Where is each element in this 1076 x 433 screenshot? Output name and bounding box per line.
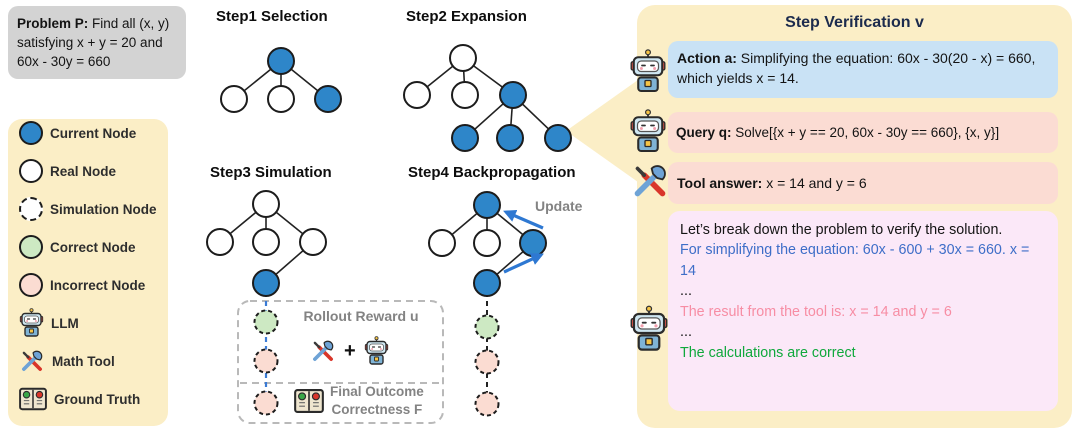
real-node-swatch (19, 159, 43, 183)
tree-node (519, 229, 547, 257)
step4-title: Step4 Backpropagation (408, 164, 576, 181)
step2-tree (403, 44, 572, 152)
tree-node (220, 85, 248, 113)
tree-node (496, 124, 524, 152)
reasoning-tool-result: The result from the tool is: x = 14 and … (680, 303, 952, 320)
reasoning-intro: Let’s break down the problem to verify t… (680, 222, 1003, 238)
step4-tree (428, 191, 547, 417)
tree-node (451, 124, 479, 152)
update-arrow-top (503, 209, 544, 230)
step1-tree (220, 47, 342, 113)
tree-node (451, 81, 479, 109)
ellipsis: ... (680, 283, 692, 300)
reasoning-simplify: For simplifying the equation: 60x - 600 … (680, 242, 1030, 279)
llm-robot-icon (630, 305, 668, 353)
legend-item-real-node: Real Node (19, 158, 168, 184)
math-tool-icon (630, 161, 670, 201)
tree-node (544, 124, 572, 152)
problem-box: Problem P: Find all (x, y) satisfying x … (8, 6, 186, 80)
rollout-reward-icons: + (310, 336, 389, 366)
llm-robot-icon (630, 109, 666, 154)
step1-title: Step1 Selection (216, 8, 328, 25)
math-tool-icon (19, 348, 45, 374)
tree-node (473, 229, 501, 257)
tree-node (403, 81, 431, 109)
ground-truth-icon (294, 388, 324, 414)
action-box: Action a: Simplifying the equation: 60x … (668, 41, 1058, 98)
step3-title: Step3 Simulation (210, 164, 332, 181)
update-label: Update (535, 198, 583, 214)
legend-item-math-tool: Math Tool (19, 348, 168, 374)
tree-node (267, 85, 295, 113)
tree-node (449, 44, 477, 72)
step3-tree (206, 190, 444, 424)
problem-label: Problem P: (17, 16, 89, 31)
simulation-node-swatch (19, 197, 43, 221)
tree-node (253, 390, 279, 416)
final-outcome-label: Final Outcome Correctness F (330, 384, 424, 418)
incorrect-node-swatch (19, 273, 43, 297)
reasoning-conclusion: The calculations are correct (680, 344, 856, 361)
final-outcome-block: Final Outcome Correctness F (294, 383, 424, 419)
tree-node (253, 309, 279, 335)
legend-item-current-node: Current Node (19, 120, 168, 146)
legend-item-llm: LLM (19, 310, 168, 336)
tree-node (267, 47, 295, 75)
tree-node (473, 191, 501, 219)
step-verification-panel: Step Verification v Action a: Simplifyin… (637, 5, 1072, 428)
rollout-reward-label: Rollout Reward u (303, 308, 419, 324)
legend-item-ground-truth: Ground Truth (19, 386, 168, 412)
verification-reasoning-box: Let’s break down the problem to verify t… (668, 211, 1058, 411)
tree-node (206, 228, 234, 256)
callout-wedge (566, 70, 652, 192)
legend-item-incorrect-node: Incorrect Node (19, 272, 168, 298)
tree-node (252, 190, 280, 218)
tool-answer-box: Tool answer: x = 14 and y = 6 (668, 162, 1058, 204)
problem-text: Find all (x, y) satisfying x + y = 20 an… (17, 16, 170, 70)
llm-robot-icon (19, 308, 44, 338)
tree-node (474, 391, 500, 417)
tree-node (473, 269, 501, 297)
tree-node (299, 228, 327, 256)
math-tool-icon (310, 338, 336, 364)
tree-node (314, 85, 342, 113)
tree-node (252, 228, 280, 256)
legend: Current Node Real Node Simulation Node C… (8, 119, 168, 426)
rollout-dashed-box (237, 300, 444, 424)
ground-truth-icon (19, 387, 47, 411)
correct-node-swatch (19, 235, 43, 259)
llm-robot-icon (364, 336, 389, 366)
update-arrow-bottom (503, 253, 544, 274)
tree-node (474, 349, 500, 375)
plus-sign: + (344, 340, 356, 362)
tree-node (252, 269, 280, 297)
tree-node (499, 81, 527, 109)
tree-node (474, 314, 500, 340)
tree-node (253, 348, 279, 374)
panel-title: Step Verification v (785, 14, 924, 31)
legend-item-correct-node: Correct Node (19, 234, 168, 260)
tree-node (428, 229, 456, 257)
ellipsis: ... (680, 324, 692, 341)
llm-robot-icon (630, 49, 666, 94)
query-box: Query q: Solve[{x + y == 20, 60x - 30y =… (668, 112, 1058, 153)
current-node-swatch (19, 121, 43, 145)
step2-title: Step2 Expansion (406, 8, 527, 25)
legend-item-simulation-node: Simulation Node (19, 196, 168, 222)
